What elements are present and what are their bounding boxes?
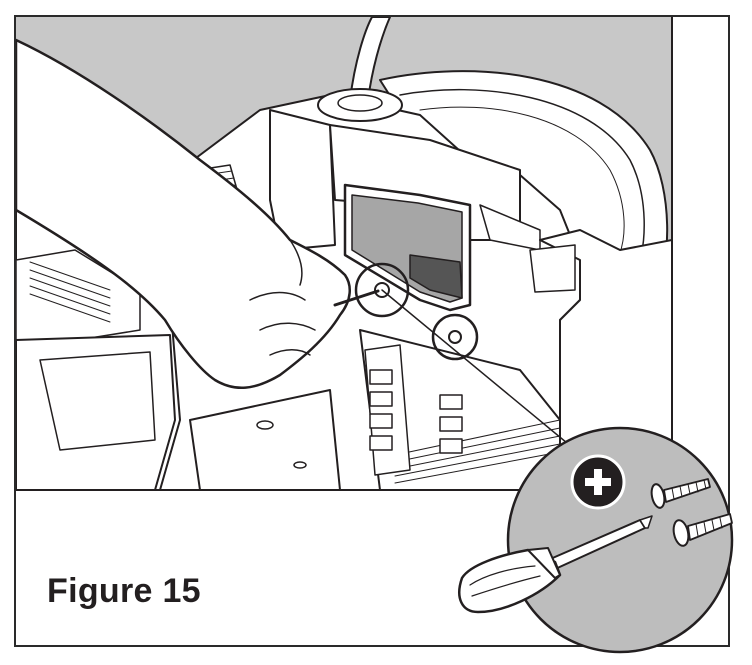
screw-icon [650, 478, 711, 509]
screw-highlight-left [354, 262, 410, 318]
screw-highlight-right [431, 313, 479, 361]
screw-icon [672, 513, 733, 547]
screwdriver-icon [458, 515, 653, 614]
plus-icon [570, 454, 626, 510]
parts-inset [458, 426, 734, 654]
device-interior-illustration [16, 17, 672, 490]
figure-caption: Figure 15 [47, 572, 201, 610]
roller-grille [394, 419, 561, 484]
